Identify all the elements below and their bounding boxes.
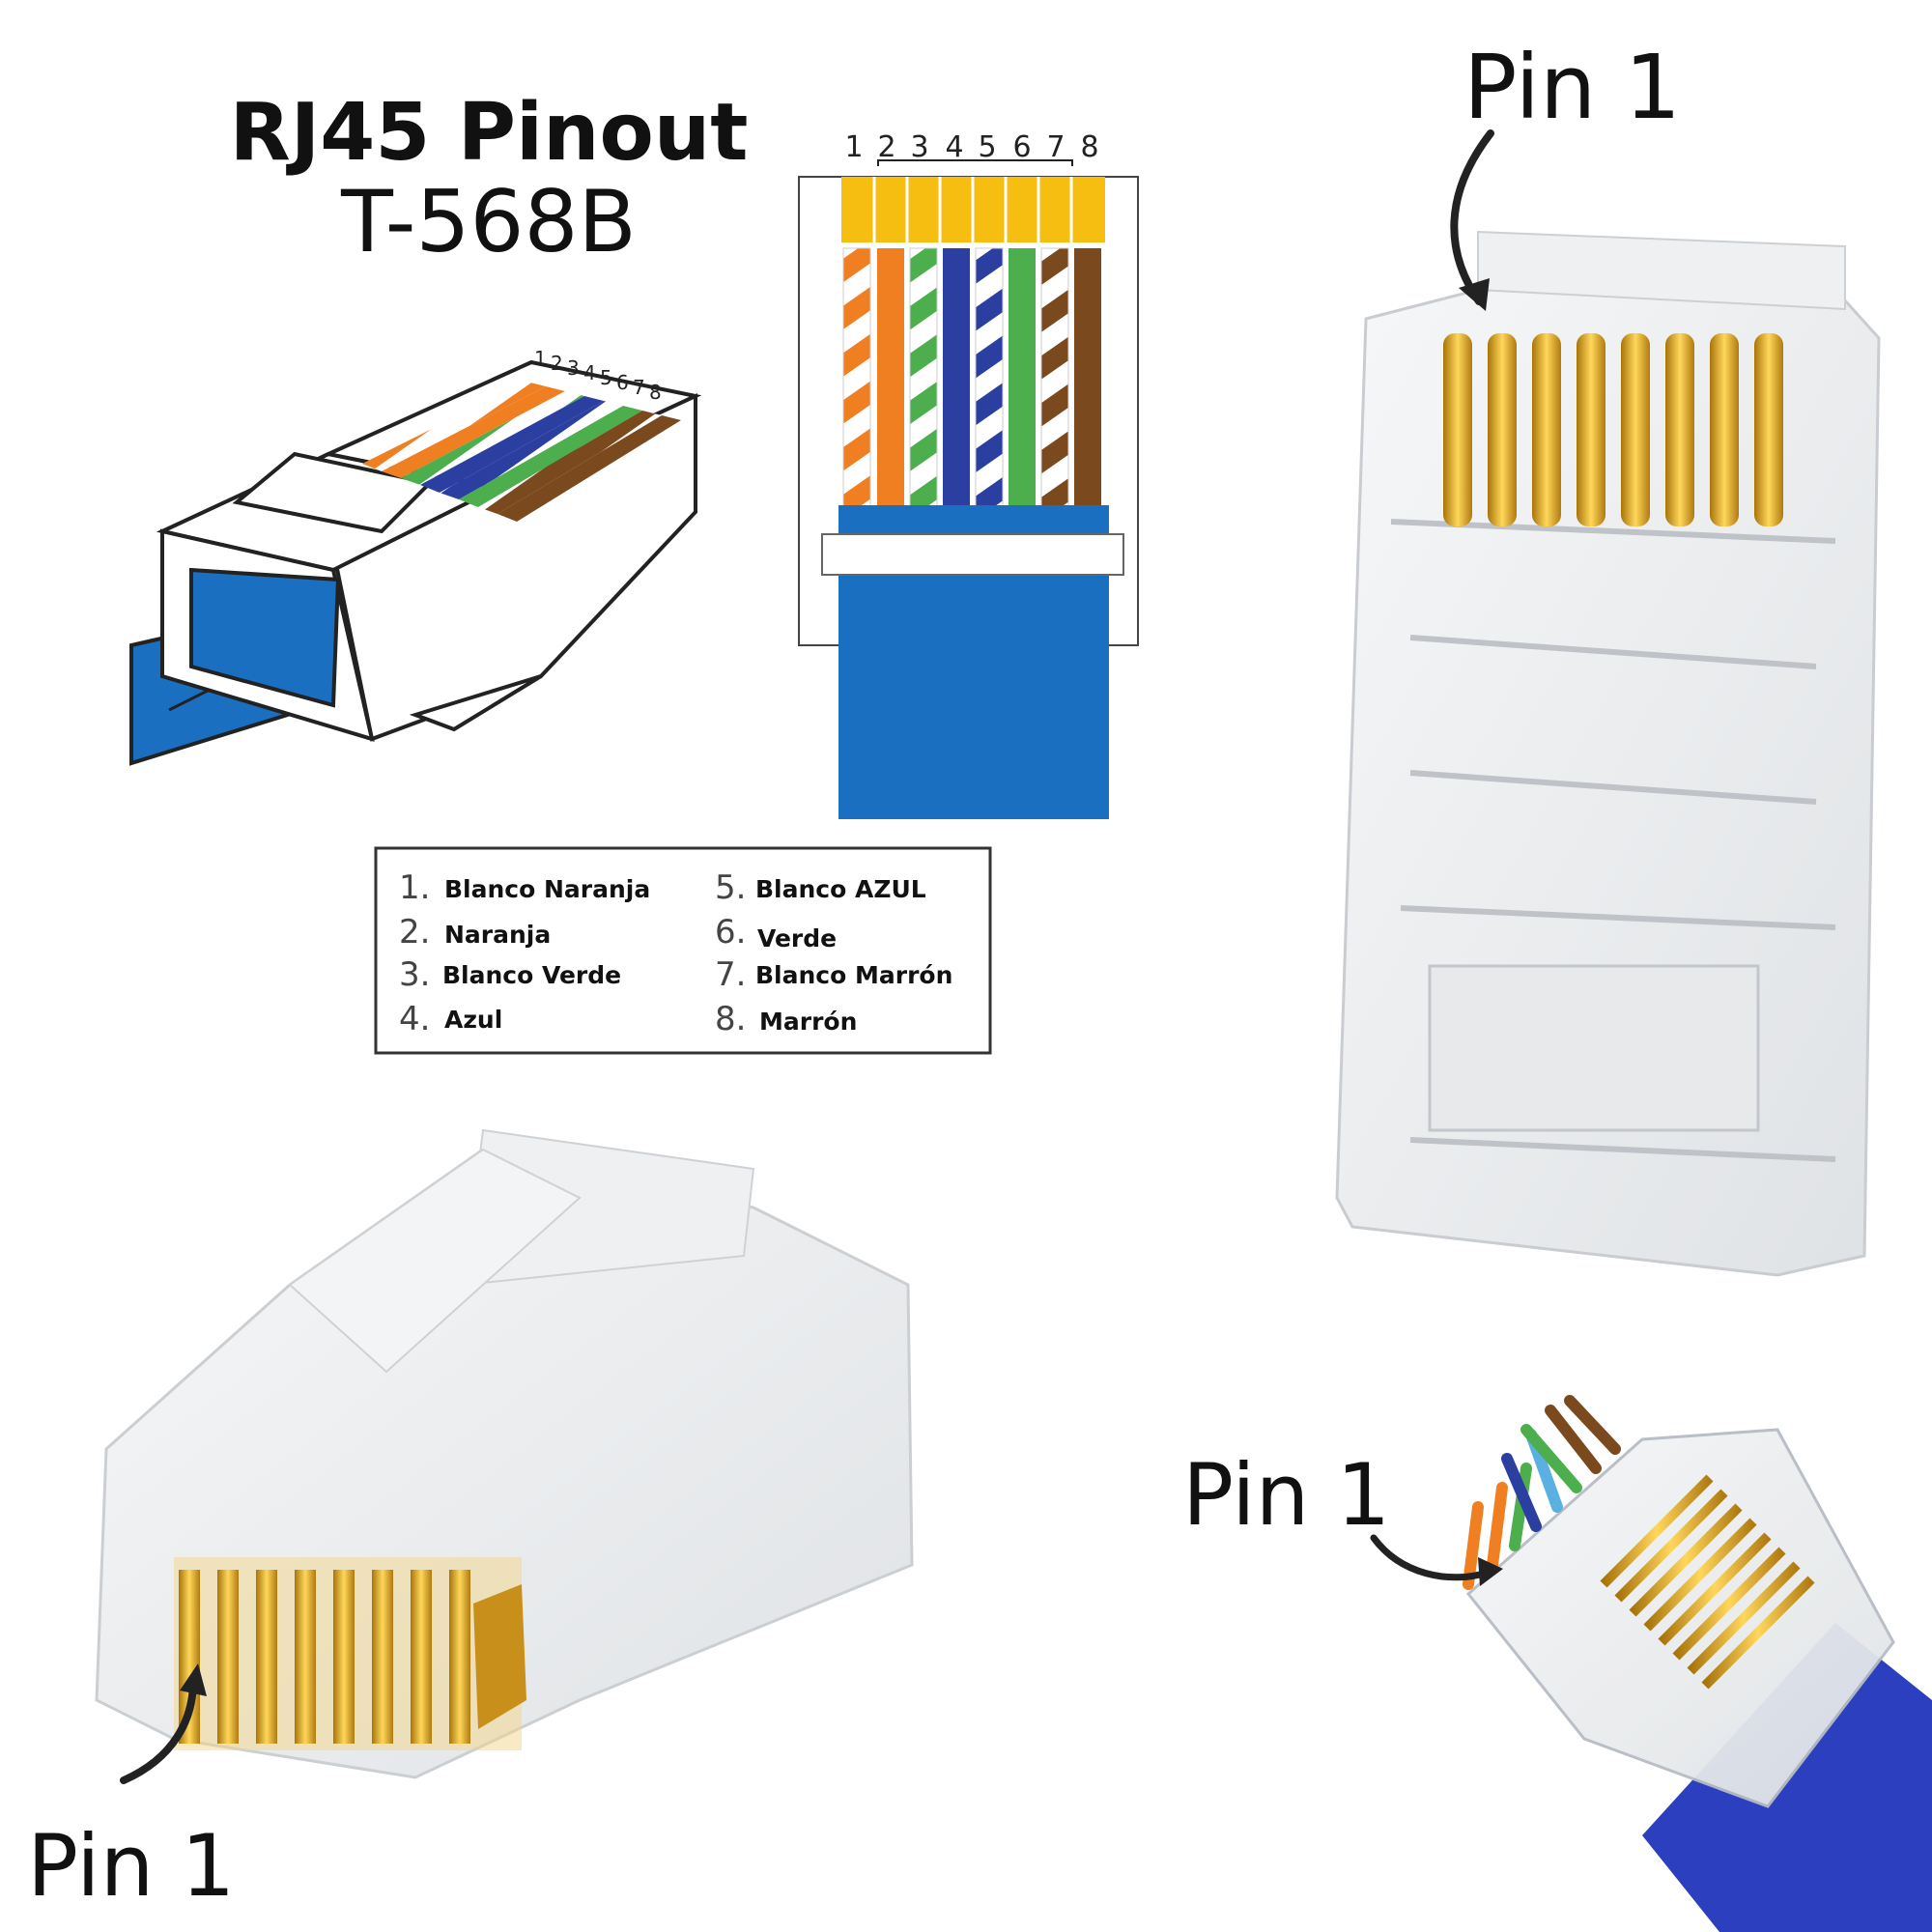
legend-item: Verde	[757, 924, 837, 952]
color-legend: 1. 2. 3. 4. 5. 6. 7. 8. Blanco Naranja N…	[374, 846, 992, 1055]
diagram-title: RJ45 Pinout	[230, 87, 749, 179]
illustration-pin-numbers: 1 2 3 4 5 6 7 8	[534, 347, 662, 404]
svg-text:3: 3	[910, 130, 928, 164]
legend-item: Azul	[444, 1006, 502, 1034]
legend-item: Blanco Naranja	[444, 875, 650, 903]
legend-item: Naranja	[444, 921, 551, 949]
svg-text:6: 6	[616, 371, 629, 394]
pin1-callout-top: Pin 1	[1463, 36, 1681, 139]
svg-text:8: 8	[649, 381, 662, 404]
svg-text:5.: 5.	[715, 868, 746, 907]
legend-item: Blanco AZUL	[755, 875, 926, 903]
arrow-icon	[1370, 1534, 1492, 1581]
svg-text:2: 2	[551, 352, 563, 375]
gold-contacts	[841, 177, 1105, 242]
svg-text:5: 5	[600, 366, 612, 389]
wiring-diagram: 1 2 3 4 5 6 7 8	[798, 130, 1139, 819]
svg-text:5: 5	[978, 130, 996, 164]
svg-text:4: 4	[945, 130, 963, 164]
svg-text:7: 7	[633, 376, 645, 399]
svg-text:6: 6	[1012, 130, 1031, 164]
svg-text:8: 8	[1080, 130, 1098, 164]
arrow-icon	[120, 1677, 197, 1784]
svg-text:7: 7	[1046, 130, 1065, 164]
svg-text:3: 3	[567, 356, 580, 380]
pin1-callout-bottom-right: Pin 1	[1182, 1445, 1390, 1545]
illustration-wires	[362, 382, 681, 522]
svg-text:1: 1	[844, 130, 863, 164]
svg-text:3.: 3.	[399, 955, 430, 994]
arrowhead-icon	[1459, 278, 1490, 311]
wire-conductors	[842, 247, 1101, 507]
svg-text:2: 2	[877, 130, 895, 164]
gold-contacts	[1443, 333, 1783, 526]
svg-text:8.: 8.	[715, 1000, 746, 1038]
svg-text:7.: 7.	[715, 955, 746, 994]
standard-label: T-568B	[340, 172, 637, 271]
connector-photo-with-cable	[1463, 1395, 1932, 1932]
svg-text:1.: 1.	[399, 868, 430, 907]
legend-item: Blanco Verde	[442, 961, 621, 989]
gold-contacts	[179, 1570, 526, 1744]
legend-item: Marrón	[759, 1008, 857, 1036]
crimp-band	[821, 533, 1124, 576]
svg-text:4.: 4.	[399, 1000, 430, 1038]
pin1-callout-bottom-left: Pin 1	[27, 1816, 235, 1916]
pin-number-row: 1 2 3 4 5 6 7 8	[844, 130, 1098, 164]
gold-contacts	[1600, 1474, 1815, 1690]
svg-text:6.: 6.	[715, 913, 746, 952]
connector-photo-angled	[95, 1128, 914, 1779]
legend-item: Blanco Marrón	[755, 961, 952, 989]
svg-text:2.: 2.	[399, 913, 430, 952]
arrowhead-icon	[180, 1663, 207, 1696]
svg-text:1: 1	[534, 347, 547, 370]
arrowhead-icon	[1478, 1557, 1503, 1586]
arrow-icon	[1450, 129, 1494, 305]
svg-text:4: 4	[583, 361, 596, 384]
connector-illustration: 1 2 3 4 5 6 7 8	[129, 347, 702, 766]
connector-photo-front	[1335, 230, 1881, 1277]
